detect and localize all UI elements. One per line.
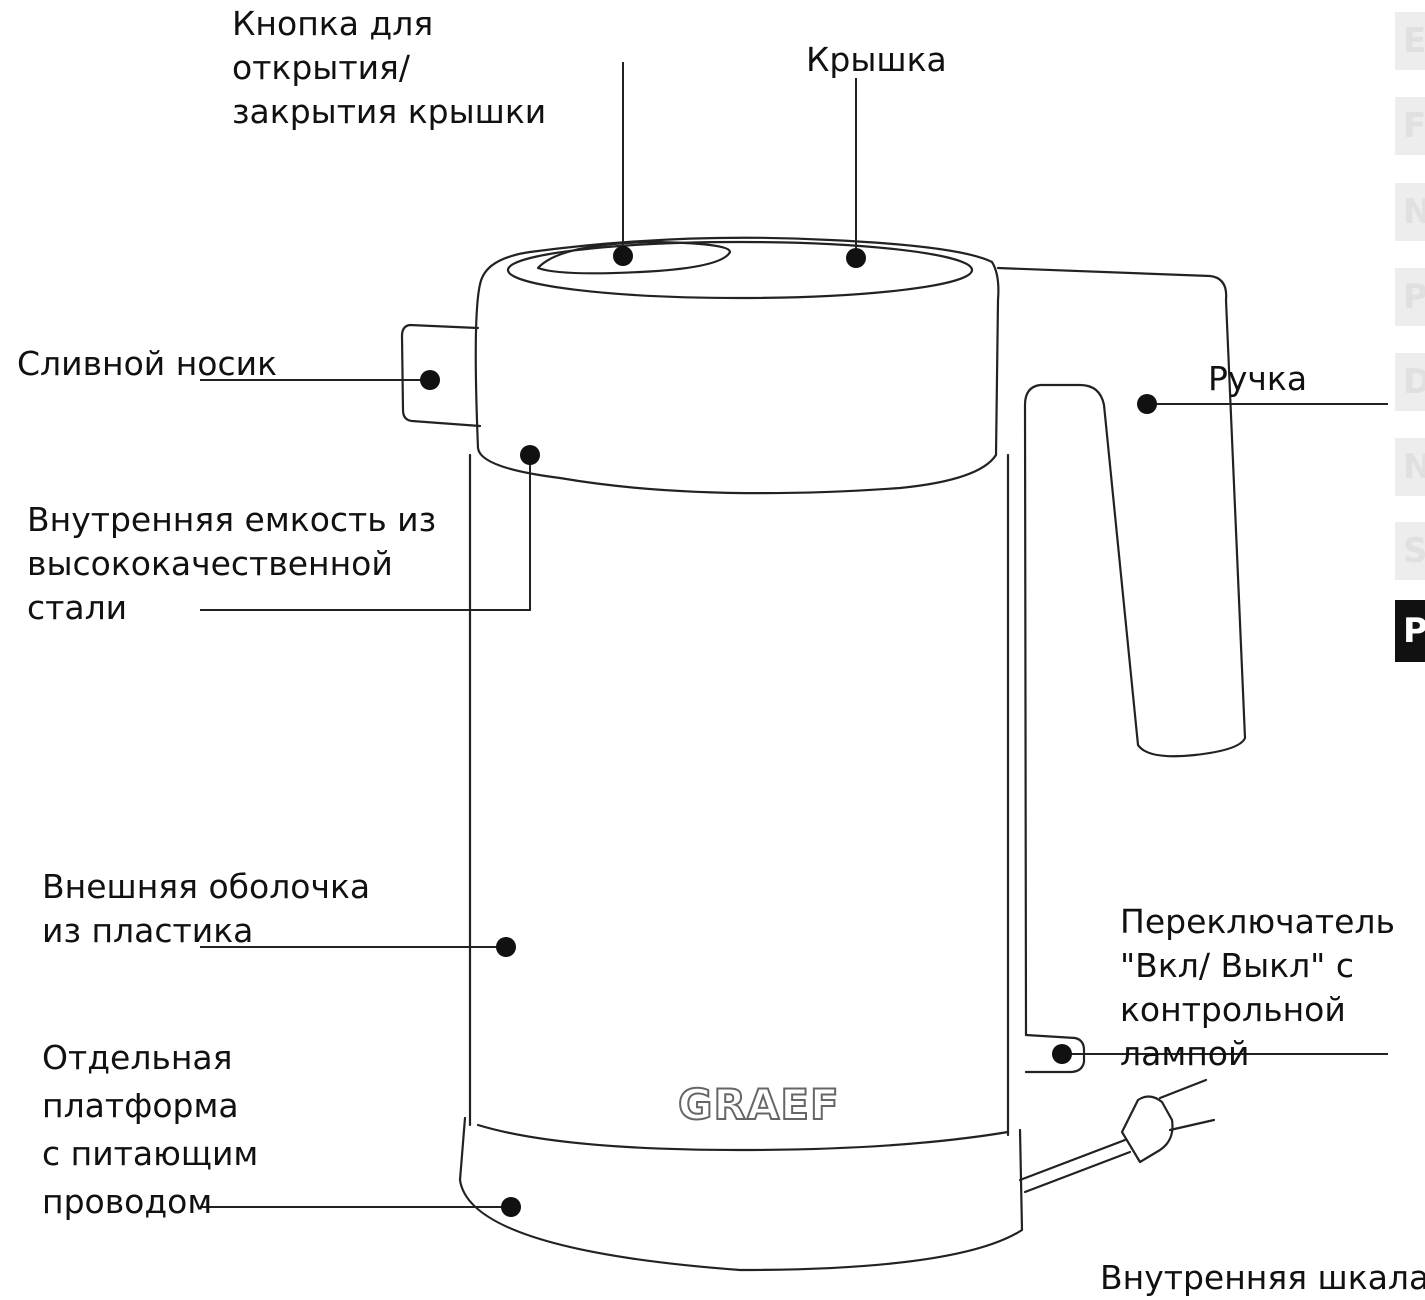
base-outline xyxy=(458,1116,1024,1272)
switch-outline xyxy=(1024,1033,1086,1074)
label-spout: Сливной носик xyxy=(17,344,278,383)
lid-outline xyxy=(506,240,974,300)
outer-shell-dot xyxy=(496,937,516,957)
lid-button-outline xyxy=(536,240,732,275)
label-outer-shell: Внешняя оболочка из пластика xyxy=(42,867,371,950)
power-cord xyxy=(1018,1138,1127,1182)
language-tab-d[interactable]: D xyxy=(1395,353,1425,411)
label-switch: Переключатель "Вкл/ Выкл" с контрольной … xyxy=(1120,902,1395,1073)
language-tab-p[interactable]: P xyxy=(1395,268,1425,326)
brand-logo: GRAEF xyxy=(677,1079,840,1130)
handle-dot xyxy=(1137,394,1157,414)
kettle-top-section xyxy=(474,236,1000,495)
label-base: Отдельная платформа с питающим проводом xyxy=(42,1038,259,1221)
language-tab-e[interactable]: E xyxy=(1395,12,1425,70)
language-tab-f[interactable]: F xyxy=(1395,97,1425,155)
label-lid: Крышка xyxy=(806,40,947,79)
language-tab-n2[interactable]: N xyxy=(1395,438,1425,496)
label-lid-button: Кнопка для открытия/ закрытия крышки xyxy=(232,4,547,131)
spout-outline xyxy=(400,323,482,428)
spout-dot xyxy=(420,370,440,390)
language-tab-p-active[interactable]: P xyxy=(1395,600,1425,662)
lid-button-dot xyxy=(613,246,633,266)
language-tab-s[interactable]: S xyxy=(1395,522,1425,580)
base-dot xyxy=(501,1197,521,1217)
label-handle: Ручка xyxy=(1208,359,1308,398)
lid-dot xyxy=(846,248,866,268)
label-inner-scale: Внутренняя шкала xyxy=(1100,1258,1425,1297)
inner-container-dot xyxy=(520,445,540,465)
language-tab-n[interactable]: N xyxy=(1395,183,1425,241)
switch-dot xyxy=(1052,1044,1072,1064)
label-inner-container: Внутренняя емкость из высококачественной… xyxy=(27,500,437,627)
handle-outline xyxy=(996,266,1247,1037)
